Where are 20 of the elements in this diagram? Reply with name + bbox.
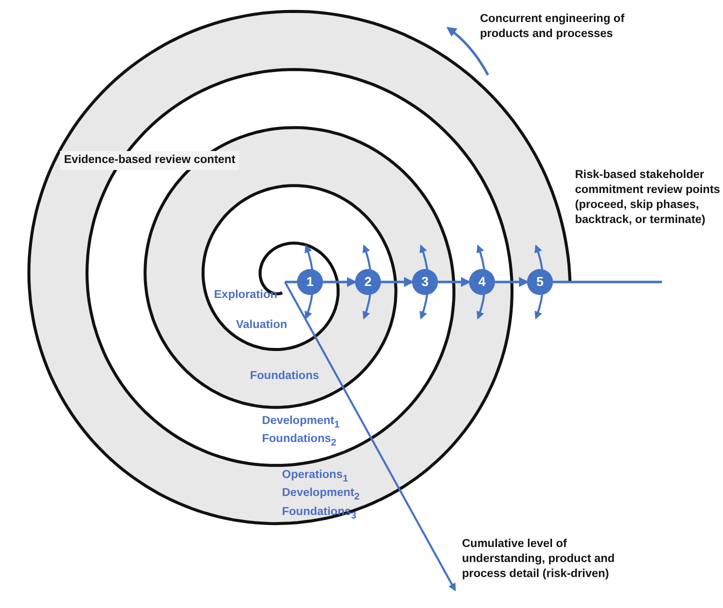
arrow [323,277,357,287]
callout-text: Concurrent engineering of products and processes [480,12,626,42]
review-point-circle: 1 [297,269,323,295]
arrow [438,277,471,287]
review-point-circle: 5 [527,269,553,295]
phase-label: Operations$_{1}$ Development$_{2}$ Foundations$_{3}$ [282,468,361,523]
callout-text: Cumulative level of understanding, product and process detail (risk-driven) [462,537,616,582]
review-point-circle: 4 [469,269,495,295]
review-point-circle: 3 [412,269,438,295]
phase-label: Exploration [214,288,278,303]
line [285,280,297,284]
line [553,280,662,284]
phase-label: Valuation [236,318,288,333]
callout-text: Evidence-based review content [60,151,240,170]
phase-label: Development$_{1}$ Foundations$_{2}$ [262,414,341,451]
review-point-circle: 2 [355,269,381,295]
phase-label: Foundations [250,369,320,384]
callout-text: Risk-based stakeholder commitment review points (proceed, skip phases, backtrack, or terminate) [575,168,721,228]
arrow [495,277,529,287]
arrow [381,277,414,287]
